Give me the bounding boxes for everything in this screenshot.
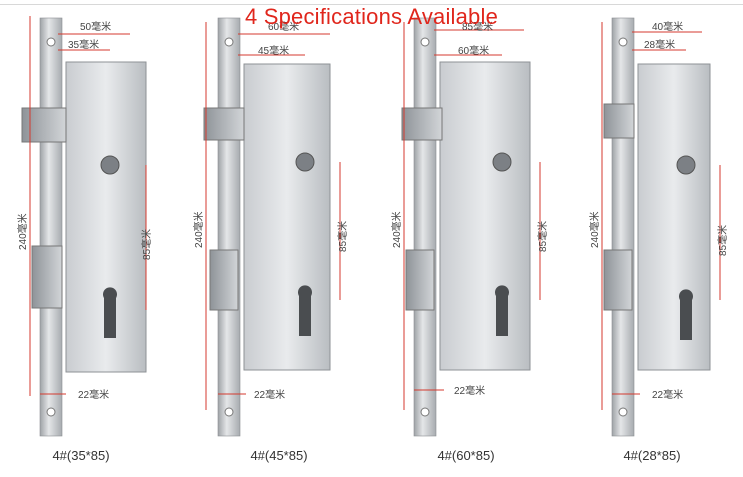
backset-label: 45毫米 [258, 44, 289, 57]
faceplate [39, 17, 63, 437]
backset-label: 60毫米 [458, 44, 489, 57]
top-width-label: 40毫米 [652, 20, 683, 33]
screw-hole [420, 37, 430, 47]
center-label: 85毫米 [336, 221, 349, 252]
lock-caption: 4#(35*85) [52, 448, 110, 463]
top-divider [0, 4, 743, 5]
center-label: 85毫米 [716, 225, 729, 256]
top-width-label: 50毫米 [80, 20, 111, 33]
spindle-hole [492, 152, 512, 172]
latch-bolt [203, 107, 245, 141]
top-width-label: 85毫米 [462, 20, 493, 33]
lock-1 [21, 16, 147, 437]
height-label: 240毫米 [192, 211, 205, 248]
screw-hole [618, 37, 628, 47]
height-label: 240毫米 [588, 211, 601, 248]
dead-bolt [603, 249, 633, 311]
spindle-hole [295, 152, 315, 172]
dead-bolt [209, 249, 239, 311]
top-width-label: 60毫米 [268, 20, 299, 33]
height-label: 240毫米 [390, 211, 403, 248]
backset-label: 28毫米 [644, 38, 675, 51]
lock-body [243, 63, 331, 371]
bottom-label: 22毫米 [78, 388, 109, 401]
dead-bolt [405, 249, 435, 311]
screw-hole [224, 407, 234, 417]
lock-caption: 4#(28*85) [623, 448, 681, 463]
cylinder-hole [495, 285, 510, 336]
lock-body [439, 61, 531, 371]
screw-hole [46, 407, 56, 417]
lock-3 [401, 17, 541, 437]
screw-hole [420, 407, 430, 417]
page-title: 4 Specifications Available [244, 4, 499, 29]
latch-bolt [401, 107, 443, 141]
cylinder-hole [103, 287, 118, 338]
bottom-label: 22毫米 [454, 384, 485, 397]
backset-label: 35毫米 [68, 38, 99, 51]
center-label: 85毫米 [536, 221, 549, 252]
lock-body [637, 63, 711, 371]
bottom-label: 22毫米 [254, 388, 285, 401]
lock-caption: 4#(45*85) [250, 448, 308, 463]
faceplate [611, 17, 635, 437]
cylinder-hole [298, 285, 313, 336]
latch-bolt [603, 103, 635, 139]
faceplate [217, 17, 241, 437]
dead-bolt [31, 245, 63, 309]
screw-hole [618, 407, 628, 417]
lock-caption: 4#(60*85) [437, 448, 495, 463]
bottom-label: 22毫米 [652, 388, 683, 401]
height-label: 240毫米 [16, 213, 29, 250]
lock-4 [601, 17, 721, 437]
center-label: 85毫米 [140, 229, 153, 260]
cylinder-hole [678, 289, 694, 340]
screw-hole [46, 37, 56, 47]
lock-2 [203, 17, 341, 437]
spindle-hole [100, 155, 120, 175]
faceplate [413, 17, 437, 437]
spindle-hole [676, 155, 696, 175]
screw-hole [224, 37, 234, 47]
latch-bolt [21, 107, 67, 143]
